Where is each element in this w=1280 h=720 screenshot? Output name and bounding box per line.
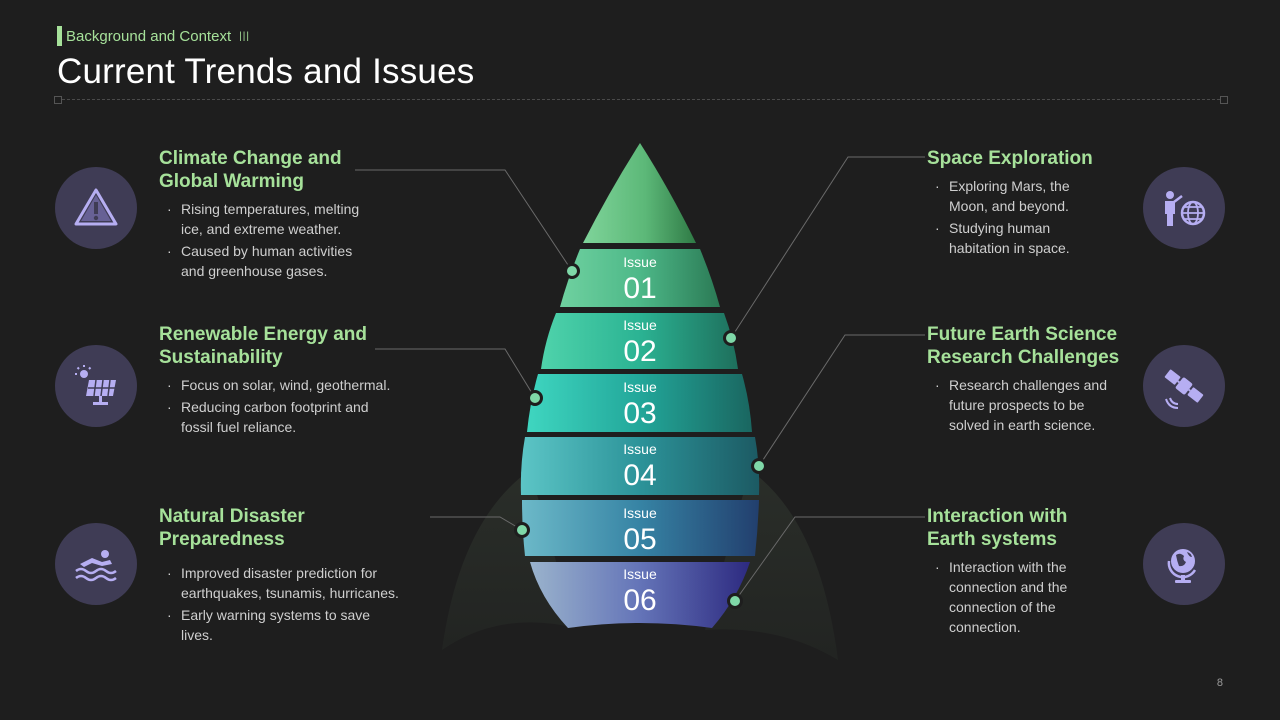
item-renewable-energy: Renewable Energy and Sustainability Focu… (159, 323, 391, 439)
flood-icon (55, 523, 137, 605)
issue-01-label: Issue (623, 254, 657, 270)
segment-issue-01 (560, 249, 720, 307)
bullet-list: Exploring Mars, the Moon, and beyond. St… (927, 176, 1089, 258)
item-title: Natural Disaster Preparedness (159, 506, 305, 550)
issue-05-number: 05 (623, 523, 656, 556)
satellite-icon (1143, 345, 1225, 427)
globe-icon (1143, 523, 1225, 605)
segment-issue-04 (520, 437, 760, 495)
header: Background and Context ||| Current Trend… (57, 26, 474, 92)
bullet: Early warning systems to save lives. (167, 605, 401, 645)
issue-03-label: Issue (623, 379, 657, 395)
bullet: Studying human habitation in space. (935, 218, 1089, 258)
bullet-list: Rising temperatures, melting ice, and ex… (159, 199, 369, 281)
page-number: 8 (1216, 677, 1223, 689)
bullet: Exploring Mars, the Moon, and beyond. (935, 176, 1089, 216)
bullet: Interaction with the connection and the … (935, 557, 1089, 637)
issue-04-label: Issue (623, 441, 657, 457)
item-title: Interaction with Earth systems (927, 506, 1068, 550)
issue-06-number: 06 (623, 584, 656, 617)
section-kicker: Background and Context ||| (57, 26, 474, 46)
connector-02 (730, 156, 925, 339)
issue-02-number: 02 (623, 335, 656, 368)
bullet: Caused by human activities and greenhous… (167, 241, 369, 281)
issue-06-label: Issue (623, 566, 657, 582)
kicker-ornament: ||| (239, 30, 250, 42)
item-earth-systems: Interaction with Earth systems Interacti… (927, 505, 1107, 639)
issue-03-number: 03 (623, 397, 656, 430)
page-title: Current Trends and Issues (57, 52, 475, 91)
issue-02-label: Issue (623, 317, 657, 333)
item-future-research: Future Earth Science Research Challenges… (927, 323, 1127, 437)
bullet-list: Improved disaster prediction for earthqu… (159, 563, 401, 645)
bullet-list: Focus on solar, wind, geothermal. Reduci… (159, 375, 391, 437)
bullet-list: Research challenges and future prospects… (927, 375, 1121, 435)
item-title: Space Exploration (927, 148, 1093, 169)
item-space-exploration: Space Exploration Exploring Mars, the Mo… (927, 147, 1127, 260)
connector-dots (514, 263, 767, 609)
warning-icon (55, 167, 137, 249)
solar-panel-icon (55, 345, 137, 427)
item-title: Renewable Energy and Sustainability (159, 324, 368, 368)
item-climate-change: Climate Change and Global Warming Rising… (159, 147, 369, 283)
presenter-globe-icon (1143, 167, 1225, 249)
header-divider (54, 96, 1228, 104)
item-title: Future Earth Science Research Challenges (927, 324, 1120, 368)
connector-06 (734, 516, 925, 602)
bullet: Focus on solar, wind, geothermal. (167, 375, 391, 395)
connector-05 (430, 516, 523, 531)
item-disaster-preparedness: Natural Disaster Preparedness Improved d… (159, 505, 429, 647)
kicker-bar (57, 26, 62, 46)
segment-issue-03 (527, 374, 752, 432)
bullet: Research challenges and future prospects… (935, 375, 1121, 435)
connector-01 (355, 169, 573, 272)
bullet: Rising temperatures, melting ice, and ex… (167, 199, 369, 239)
bullet: Improved disaster prediction for earthqu… (167, 563, 401, 603)
segment-issue-06 (530, 562, 750, 628)
issue-01-number: 01 (623, 272, 656, 305)
bullet-list: Interaction with the connection and the … (927, 557, 1089, 637)
issue-05-label: Issue (623, 505, 657, 521)
kicker-text: Background and Context (66, 27, 232, 45)
segment-issue-02 (541, 313, 738, 369)
bullet: Reducing carbon footprint and fossil fue… (167, 397, 391, 437)
connector-03 (375, 348, 536, 399)
item-title: Climate Change and Global Warming (159, 148, 342, 192)
left-fin (442, 470, 575, 650)
segment-issue-05 (522, 500, 759, 556)
rocket-nose (583, 143, 696, 243)
issue-04-number: 04 (623, 459, 656, 492)
connector-04 (758, 334, 925, 467)
